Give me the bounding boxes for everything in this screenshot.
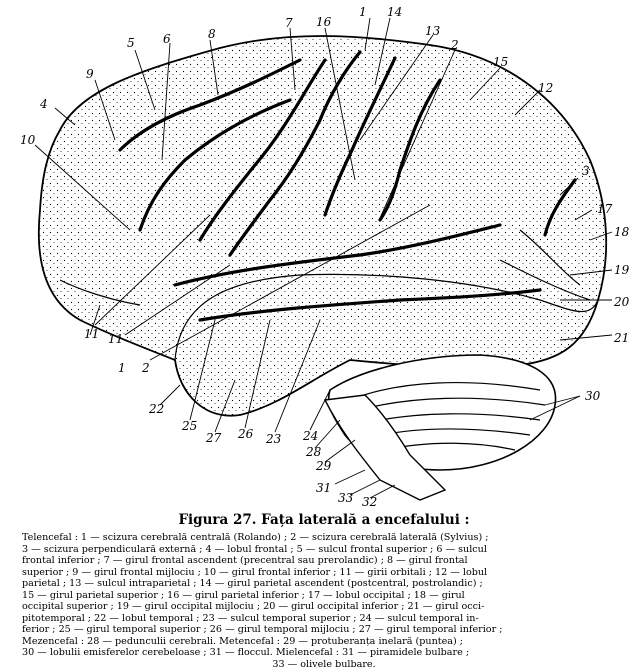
label-15: 15 [493,55,508,69]
caption-line: 15 — girul parietal superior ; 16 — giru… [22,590,626,602]
label-29: 29 [315,459,332,473]
label-31: 31 [316,481,331,495]
caption-line: 33 — olivele bulbare. [22,659,626,670]
label-8: 8 [208,27,216,41]
label-6: 6 [163,32,171,46]
label-9: 9 [86,67,94,81]
label-19: 19 [614,263,630,277]
label-1: 1 [359,5,367,19]
label-10: 10 [20,133,36,147]
label-7: 7 [285,16,293,30]
cerebrum-outline [39,36,606,416]
label-3: 3 [582,164,590,178]
figure-caption: Figura 27. Fața laterală a encefalului :… [22,512,626,670]
caption-body: Telencefal : 1 — scizura cerebrală centr… [22,532,626,670]
label-11-a: 11 [84,327,99,341]
label-22: 22 [148,402,164,416]
label-23: 23 [265,432,282,446]
label-12: 12 [538,81,553,95]
label-32: 32 [362,495,377,509]
label-27: 27 [205,431,222,445]
label-21: 21 [613,331,629,345]
caption-line: pitotemporal ; 22 — lobul temporal ; 23 … [22,613,626,625]
label-4: 4 [39,97,48,111]
label-13: 13 [425,24,441,38]
label-17: 17 [597,202,613,216]
label-2-b: 2 [141,361,150,375]
label-2: 2 [450,38,459,52]
brain-illustration: 1 2 3 4 5 6 7 8 9 10 11 12 13 14 15 16 1… [0,0,644,510]
label-16: 16 [316,15,332,29]
label-25: 25 [181,419,197,433]
caption-line: Mezencefal : 28 — pedunculii cerebrali. … [22,636,626,648]
caption-line: 30 — lobulii emisferelor cerebeloase ; 3… [22,647,626,659]
caption-line: parietal ; 13 — sulcul intraparietal ; 1… [22,578,626,590]
label-11-b: 11 [108,332,123,346]
caption-line: frontal inferior ; 7 — girul frontal asc… [22,555,626,567]
label-28: 28 [305,445,322,459]
label-5: 5 [127,36,135,50]
label-33: 33 [338,491,354,505]
caption-line: 3 — scizura perpendiculară externă ; 4 —… [22,544,626,556]
label-30: 30 [585,389,601,403]
caption-title: Figura 27. Fața laterală a encefalului : [22,512,626,528]
caption-line: Telencefal : 1 — scizura cerebrală centr… [22,532,626,544]
caption-line: ferior ; 25 — girul temporal superior ; … [22,624,626,636]
label-24: 24 [302,429,318,443]
caption-line: occipital superior ; 19 — girul occipita… [22,601,626,613]
label-26: 26 [237,427,254,441]
caption-line: superior ; 9 — girul frontal mijlociu ; … [22,567,626,579]
label-20: 20 [613,295,630,309]
label-14: 14 [387,5,402,19]
label-18: 18 [614,225,630,239]
label-1-b: 1 [118,361,126,375]
